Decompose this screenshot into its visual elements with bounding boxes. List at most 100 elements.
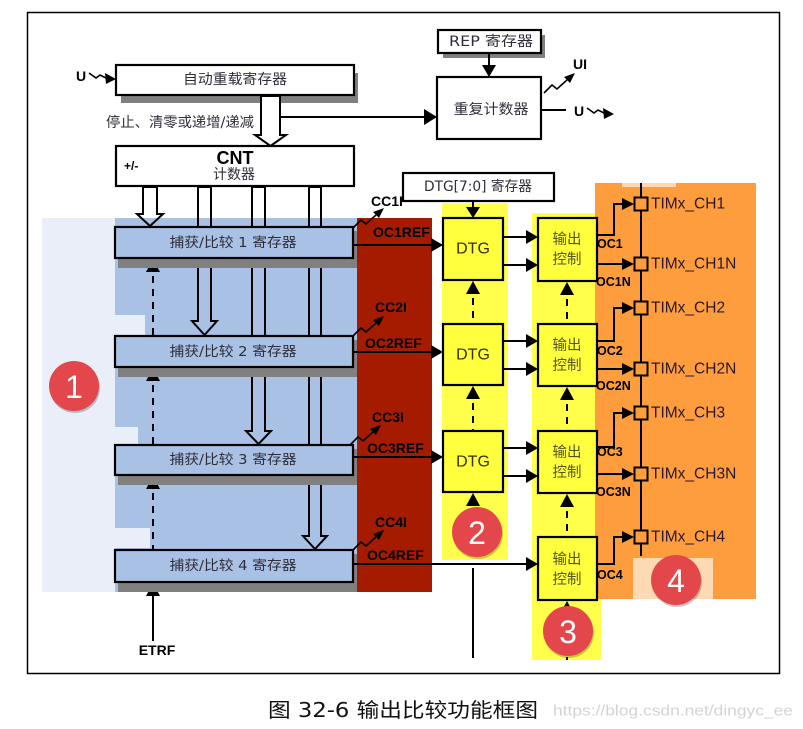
cc2-register-box xyxy=(113,334,355,369)
pin-ch1n-label: TIMx_CH1N xyxy=(651,256,736,273)
cc3-register-box xyxy=(113,443,355,477)
watermark: https://blog.csdn.net/dingyc_ee xyxy=(553,703,793,720)
figure-caption: 图 32-6 输出比较功能框图 xyxy=(268,698,538,722)
auto-reload-register-box xyxy=(114,63,356,97)
badge-3-circle xyxy=(543,606,593,656)
output-control-box-2 xyxy=(536,322,599,388)
rep-register-label: REP 寄存器 xyxy=(449,33,533,50)
pin-ch4-square-icon xyxy=(633,529,649,545)
dtg-register-box xyxy=(401,171,556,203)
pin-ch4-label: TIMx_CH4 xyxy=(651,529,725,546)
dtg1-out-line xyxy=(503,236,526,266)
etrf-label: ETRF xyxy=(139,642,176,658)
region-1-pale-notch xyxy=(115,427,138,444)
cc1-interrupt-label: CC1I xyxy=(371,193,403,209)
update-interrupt-label: UI xyxy=(573,56,587,72)
oc1-arrowhead xyxy=(622,198,634,210)
pin-ch3-label: TIMx_CH3 xyxy=(651,405,725,422)
region-1-blue-area xyxy=(115,218,357,592)
pin-ch1n-square-icon xyxy=(633,256,649,272)
region-1-pale-notch xyxy=(115,528,150,548)
oc4-path xyxy=(597,536,622,565)
badge-4: 4 xyxy=(651,555,702,607)
region-1-pale-notch xyxy=(115,315,145,335)
update-event-in-label: U xyxy=(76,68,86,84)
dtg-box-2-label: DTG xyxy=(456,347,490,364)
badge-2-number: 2 xyxy=(468,515,486,551)
dtg3-out-line xyxy=(503,447,526,477)
badge-2-circle xyxy=(452,507,502,557)
badge-3-number: 3 xyxy=(559,614,577,650)
region-4-output-pins xyxy=(595,183,756,599)
dtg2-out-n-arrowhead xyxy=(526,362,538,376)
output-control-box-3-line1: 输出 xyxy=(553,444,582,461)
badge-1: 1 xyxy=(49,361,100,413)
oc2-path xyxy=(597,307,622,342)
region-4-light-strip xyxy=(622,183,676,187)
capture-compare-section: ETRF 捕获/比较 1 寄存器 捕获/比较 2 寄存器 捕获/比较 3 寄存器… xyxy=(113,186,538,658)
repetition-counter-box xyxy=(435,75,543,141)
oc4-arrowhead xyxy=(622,531,634,543)
counter-direction-label: +/- xyxy=(124,159,138,173)
dtg-box-3-label: DTG xyxy=(456,454,490,471)
cc2-interrupt-label: CC2I xyxy=(375,299,407,315)
oc2-arrowhead xyxy=(622,302,634,314)
badge-1-circle xyxy=(49,361,99,411)
dtg1-out-arrowhead xyxy=(526,230,538,244)
dtg2-to-dtg1-arrowhead xyxy=(466,281,480,294)
cc1-register-label: 捕获/比较 1 寄存器 xyxy=(170,234,298,251)
dtg-box-1 xyxy=(441,216,505,282)
pin-ch1-label: TIMx_CH1 xyxy=(651,196,725,213)
region-1-red-area xyxy=(357,218,432,592)
output-control-section: 输出 控制 输出 控制 输出 控制 输出 控制 xyxy=(536,216,599,660)
output-control-box-4 xyxy=(536,535,599,602)
repetition-counter-label: 重复计数器 xyxy=(454,101,529,118)
pin-ch3n-label: TIMx_CH3N xyxy=(651,466,736,483)
dtg3-out-arrowhead xyxy=(526,441,538,455)
update-event-out-label: U xyxy=(574,103,584,119)
output-control-box-1-line2: 控制 xyxy=(553,251,582,268)
oc3-label: OC3 xyxy=(597,445,623,459)
pin-ch2n-square-icon xyxy=(633,361,649,377)
oc3-arrowhead xyxy=(622,407,634,419)
cc1-register-box xyxy=(113,225,355,260)
pin-ch2-square-icon xyxy=(633,300,649,316)
dtg3-input-arrowhead xyxy=(466,493,480,506)
dtg-register-label: DTG[7:0] 寄存器 xyxy=(424,178,532,195)
pin-ch3n-square-icon xyxy=(633,466,649,482)
dtg-box-1-label: DTG xyxy=(456,241,490,258)
cc4-register-label: 捕获/比较 4 寄存器 xyxy=(170,557,298,574)
oc4ref-arrowhead xyxy=(526,557,538,571)
dtg3-to-dtg2-arrowhead xyxy=(466,386,480,399)
output-control-box-3 xyxy=(536,429,599,495)
oc2ref-arrowhead xyxy=(431,345,443,359)
region-1-capture-compare xyxy=(42,218,432,592)
output-control-box-1 xyxy=(536,216,599,283)
oc2n-arrowhead xyxy=(622,363,634,375)
counter-subtitle: 计数器 xyxy=(213,167,255,183)
counter-box xyxy=(114,144,356,188)
output-control-box-4-line2: 控制 xyxy=(553,571,582,588)
cc4-interrupt-label: CC4I xyxy=(375,514,407,530)
rep-counter-input-arrowhead xyxy=(424,109,437,125)
oc3ref-label: OC3REF xyxy=(367,440,424,456)
oc3-to-oc2-arrowhead xyxy=(560,387,574,400)
dtg3-out-n-arrowhead xyxy=(526,469,538,483)
oc3n-arrowhead xyxy=(622,468,634,480)
output-pins-section: OC1 OC1N OC2 OC2N OC3 OC3N OC4 TIMx_CH1 … xyxy=(596,183,736,582)
cc4-register-box xyxy=(113,548,355,584)
output-control-box-3-line2: 控制 xyxy=(553,464,582,481)
oc1ref-label: OC1REF xyxy=(373,224,430,240)
oc1n-label: OC1N xyxy=(596,275,631,289)
cc3-interrupt-label: CC3I xyxy=(372,409,404,425)
oc1-path xyxy=(597,203,622,236)
dtg-box-2 xyxy=(441,322,505,387)
oc4ref-label: OC4REF xyxy=(367,547,424,563)
pin-ch1-square-icon xyxy=(633,196,649,212)
dtg1-out-n-arrowhead xyxy=(526,258,538,272)
counter-to-cc2-arrow xyxy=(189,186,220,337)
oc3n-label: OC3N xyxy=(596,485,631,499)
oc2ref-label: OC2REF xyxy=(365,335,422,351)
badge-1-number: 1 xyxy=(65,369,83,405)
